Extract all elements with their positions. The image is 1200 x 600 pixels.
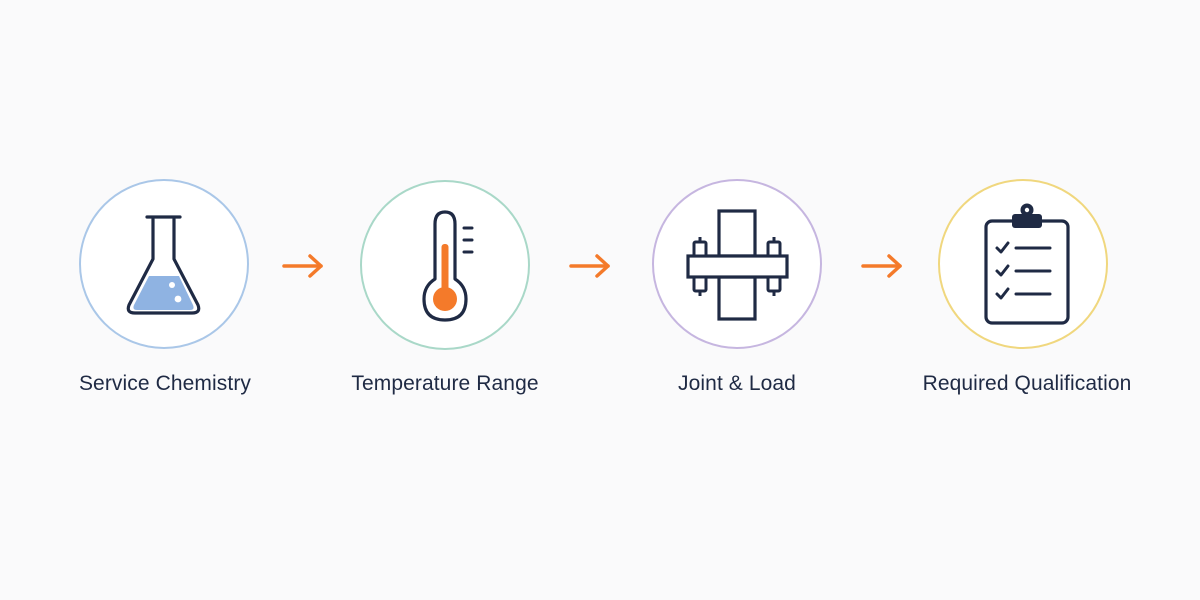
flask-icon (126, 215, 201, 315)
step-1-label: Service Chemistry (78, 372, 252, 395)
step-3-label: Joint & Load (678, 372, 796, 395)
step-4-label: Required Qualification (922, 372, 1132, 395)
step-1-circle (79, 179, 249, 349)
step-4-circle (938, 179, 1108, 349)
step-3-circle (652, 179, 822, 349)
arrow-right-icon (569, 254, 610, 278)
clipboard-checklist-icon (984, 203, 1070, 325)
thermometer-icon (422, 210, 474, 322)
step-2-label: Temperature Range (351, 372, 539, 395)
arrow-right-icon (282, 254, 323, 278)
arrow-right-icon (861, 254, 902, 278)
step-2-circle (360, 180, 530, 350)
flange-joint-icon (686, 209, 789, 321)
